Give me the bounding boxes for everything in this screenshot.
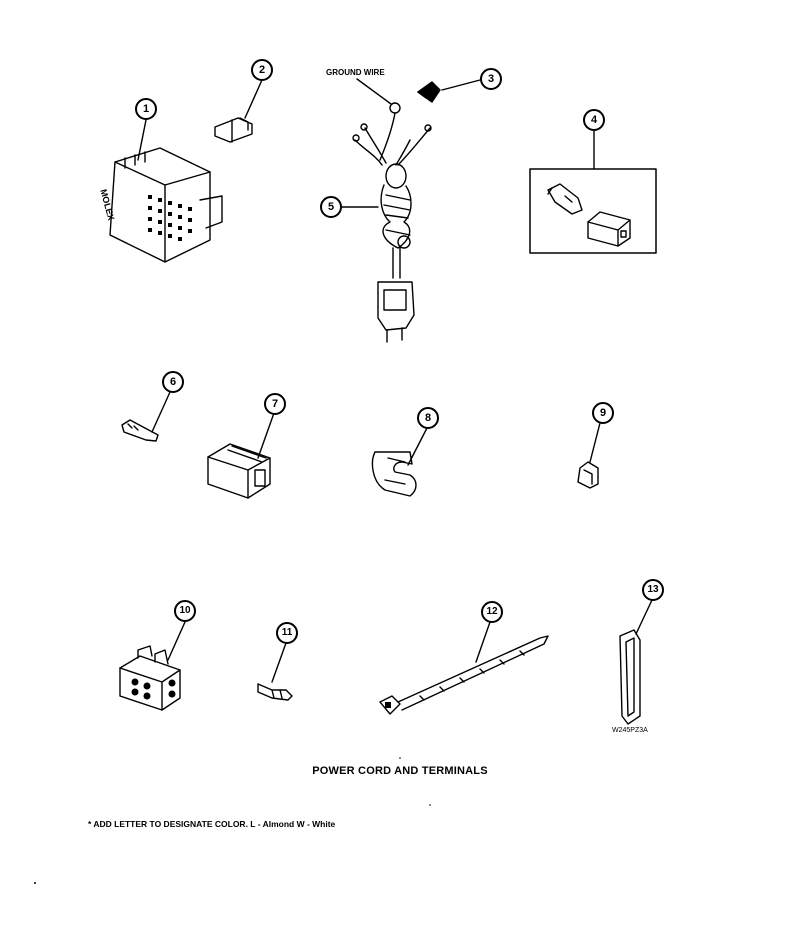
callout-10: 10 [174, 600, 196, 622]
part-11-pin [257, 642, 293, 701]
callout-11: 11 [276, 622, 298, 644]
part-7-housing [207, 412, 275, 499]
part-5-power-cord [339, 78, 432, 343]
callout-5: 5 [320, 196, 342, 218]
stray-dot [34, 882, 36, 884]
callout-8: 8 [417, 407, 439, 429]
part-3-ground-screw [417, 79, 481, 103]
color-footnote: * ADD LETTER TO DESIGNATE COLOR. L - Alm… [88, 819, 336, 829]
part-1-connector [109, 119, 223, 263]
stray-dot [429, 804, 431, 806]
stray-dot [399, 757, 401, 759]
callout-3: 3 [480, 68, 502, 90]
callout-2: 2 [251, 59, 273, 81]
part-10-housing [119, 621, 186, 711]
part-13-bracket [619, 599, 653, 725]
part-8-cable-clamp [371, 427, 428, 497]
diagram-title: POWER CORD AND TERMINALS [312, 765, 488, 777]
callout-6: 6 [162, 371, 184, 393]
drawing-code: W245PZ3A [612, 727, 648, 734]
part-6-terminal [121, 391, 171, 442]
part-9-clip [577, 422, 601, 489]
callout-12: 12 [481, 601, 503, 623]
callout-4: 4 [583, 109, 605, 131]
part-2-terminal [214, 79, 263, 143]
callout-1: 1 [135, 98, 157, 120]
part-4-terminal-kit [529, 127, 657, 254]
ground-wire-label: GROUND WIRE [326, 68, 385, 77]
callout-13: 13 [642, 579, 664, 601]
callout-9: 9 [592, 402, 614, 424]
part-12-cable-tie [379, 621, 549, 715]
callout-7: 7 [264, 393, 286, 415]
